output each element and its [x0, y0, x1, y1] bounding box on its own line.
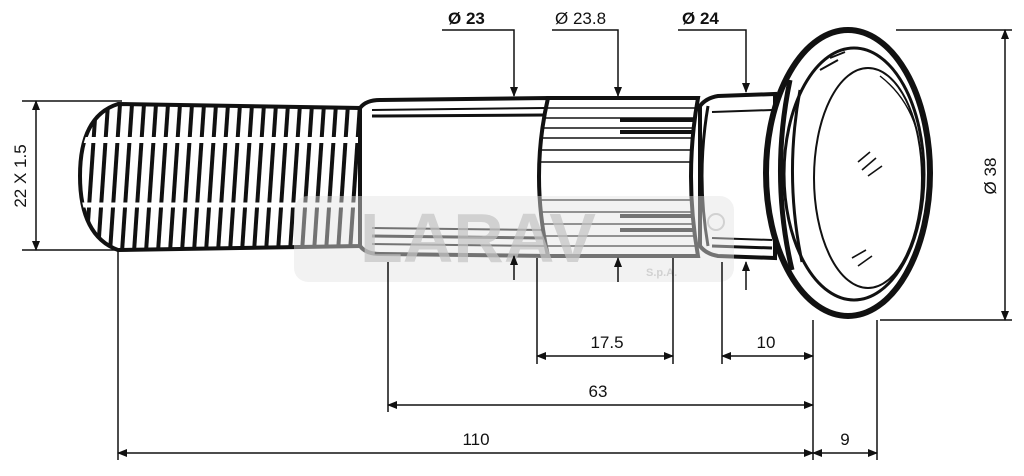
neck-length-label: 10 — [757, 333, 776, 352]
head-diameter-label: Ø 38 — [981, 158, 1000, 195]
knurled-section — [537, 96, 701, 258]
stud-body — [77, 27, 933, 319]
shank-diameter-label: Ø 23 — [448, 9, 485, 28]
neck-section — [698, 91, 777, 261]
watermark-suffix: S.p.A. — [646, 267, 677, 279]
shank-length-label: 63 — [589, 382, 608, 401]
thread-size-label: 22 X 1.5 — [11, 144, 30, 207]
knurl-length-label: 17.5 — [590, 333, 623, 352]
head-section — [763, 27, 933, 319]
knurl-diameter-label: Ø 23.8 — [555, 9, 606, 28]
watermark-brand: LARAV — [360, 199, 596, 277]
dimension-lines — [22, 29, 1012, 460]
threaded-section — [77, 101, 362, 253]
neck-diameter-label: Ø 24 — [682, 9, 719, 28]
head-thickness-label: 9 — [840, 430, 849, 449]
total-length-label: 110 — [462, 430, 489, 449]
shank-section — [358, 95, 550, 259]
brand-watermark: LARAV S.p.A. — [294, 196, 734, 282]
